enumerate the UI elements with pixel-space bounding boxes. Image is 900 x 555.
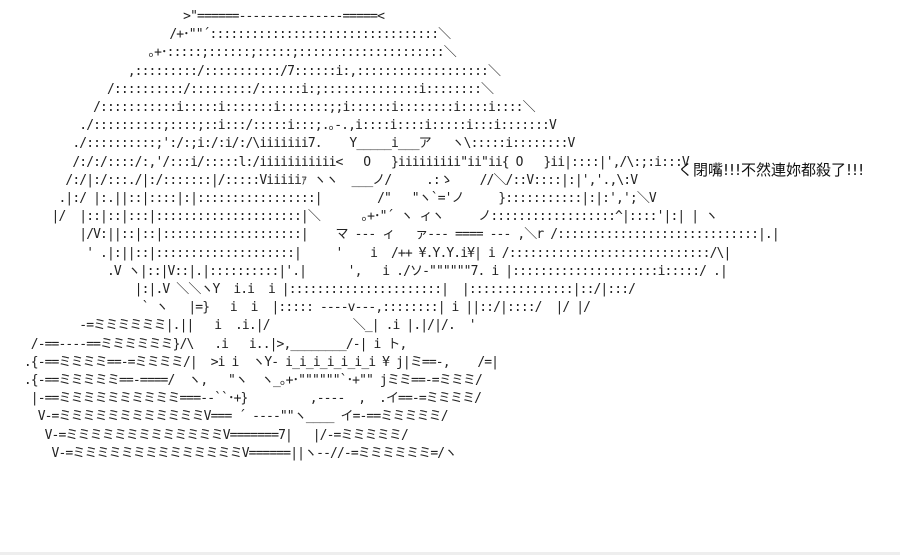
- speech-caption: く閉嘴!!!不然連妳都殺了!!!: [678, 161, 865, 179]
- ascii-art-line: .{-==ミミミミ==-=ミミミミ/| >i i ヽY- i_i_i_i_i_i…: [10, 354, 499, 370]
- ascii-art-line: .V ヽ|::|V::|.|::::::::::|'.| ', i ./ソ-""…: [10, 263, 728, 279]
- ascii-art-line: /+･""´:::::::::::::::::::::::::::::::::＼: [10, 27, 451, 43]
- ascii-art-line: -=ミミミミミミ|.|| i .i.|/ ＼_| .i |.|/|/. ': [10, 318, 476, 334]
- ascii-art-line: /:/|:/:::./|:/:::::::|/:::::Viiiiiｧ ヽヽ _…: [10, 172, 638, 188]
- ascii-art-line: V-=ミミミミミミミミミミミミV=== ´ ----""ヽ____ イ=-==ミ…: [10, 409, 449, 425]
- ascii-art-line: .|:/ |:.||::|::::|:|:::::::::::::::::| /…: [10, 191, 656, 207]
- ascii-art-figure: >"======---------------=====< /+･""´::::…: [10, 8, 780, 463]
- ascii-art-line: ./::::::::::;':/:;i:/:i/:/\iiiiiii7. Y__…: [10, 136, 575, 152]
- bottom-divider: [0, 552, 900, 555]
- ascii-art-line: ｡+･:::::;::::::;:::::;::::::::::::::::::…: [10, 45, 457, 61]
- ascii-art-line: ./::::::::::;::::;::i:::/:::::i:::;.｡-.,…: [10, 118, 557, 134]
- ascii-art-line: .{-==ミミミミミ==-====/ ヽ, "ヽ ヽ_｡+･""""""`･+"…: [10, 373, 483, 389]
- ascii-art-line: >"======---------------=====<: [10, 9, 385, 24]
- ascii-art-line: |/V:||::|::|::::::::::::::::::::| マ --- …: [10, 227, 779, 243]
- ascii-art-line: |:|.V ＼＼ヽY i.i i |::::::::::::::::::::::…: [10, 282, 636, 298]
- ascii-art-line: |/ |::|::|:::|:::::::::::::::::::::|＼ ｡+…: [10, 209, 719, 225]
- ascii-art-line: ,:::::::::/:::::::::::/7::::::i:,:::::::…: [10, 63, 501, 79]
- ascii-art-line: ' .|:||::|::::::::::::::::::::| ' i /++ …: [10, 245, 731, 261]
- ascii-art-line: /-==----==ミミミミミミ}/\ .i i..|>,________/-|…: [10, 336, 408, 352]
- ascii-art-line: |-==ミミミミミミミミミミ===--``･+} ,---- , .イ==-=ミ…: [10, 391, 482, 407]
- ascii-art-line: /:::::::::::i:::::i:::::::i:::::::;;i:::…: [10, 100, 535, 116]
- ascii-art-line: V-=ミミミミミミミミミミミミミV=======7| |/-=ミミミミミ/: [10, 427, 409, 443]
- ascii-art-line: /:/:/::::/:,'/:::i/:::::l:/iiiiiiiiiii< …: [10, 154, 689, 170]
- ascii-art-line: ` ヽ |=} i i |::::: ----v---,::::::::| i …: [10, 300, 591, 316]
- ascii-art-line: /::::::::::/:::::::::/::::::i:;:::::::::…: [10, 81, 494, 97]
- ascii-art-line: V-=ミミミミミミミミミミミミミミV======||ヽ--//-=ミミミミミミ=…: [10, 445, 458, 461]
